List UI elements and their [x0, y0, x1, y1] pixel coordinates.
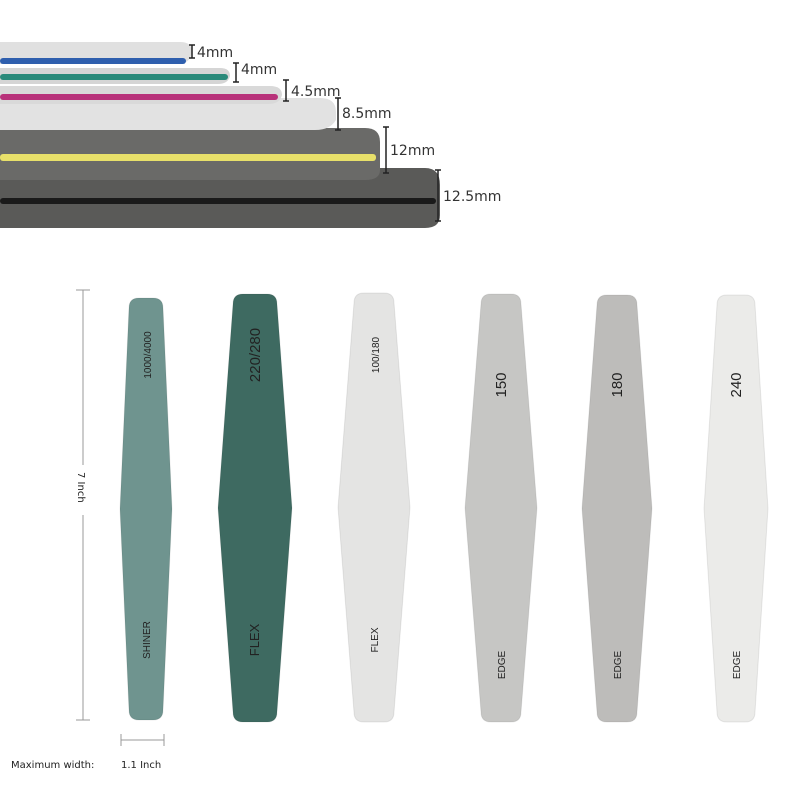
grit-label: 1000/4000: [143, 331, 154, 379]
type-label: EDGE: [613, 651, 624, 680]
length-label: 7 Inch: [75, 472, 86, 503]
layer-3-stripe: [0, 94, 278, 100]
layer-1-stripe: [0, 58, 186, 64]
layer-6-stripe: [0, 198, 436, 204]
file-body: [217, 293, 293, 723]
nail-files: 1000/4000SHINER220/280FLEX100/180FLEX150…: [119, 292, 769, 723]
thickness-label-6: 12.5mm: [443, 189, 501, 205]
width-value: 1.1 Inch: [121, 760, 161, 771]
thickness-label-5: 12mm: [390, 143, 435, 159]
type-label: FLEX: [370, 627, 381, 652]
file-body: [581, 294, 653, 723]
grit-label: 150: [493, 372, 510, 397]
thickness-markers: [189, 44, 441, 222]
grit-label: 100/180: [371, 336, 382, 373]
file-body: [464, 293, 538, 723]
thickness-stack: [0, 42, 440, 228]
width-caption: Maximum width:: [11, 760, 94, 771]
thickness-label-3: 4.5mm: [291, 84, 341, 100]
grit-label: 220/280: [247, 328, 264, 382]
layer-2-stripe: [0, 74, 228, 80]
type-label: EDGE: [497, 651, 508, 680]
file-body: [703, 294, 769, 723]
width-dimension: [120, 734, 165, 746]
layer-5-stripe: [0, 154, 376, 161]
type-label: FLEX: [247, 623, 262, 656]
file-body: [337, 292, 411, 723]
thickness-label-1: 4mm: [197, 45, 233, 61]
thickness-label-4: 8.5mm: [342, 106, 392, 122]
grit-label: 180: [609, 372, 626, 397]
thickness-label-2: 4mm: [241, 62, 277, 78]
type-label: EDGE: [732, 651, 743, 680]
grit-label: 240: [728, 372, 745, 397]
layer-4: [0, 98, 336, 130]
type-label: SHINER: [142, 621, 153, 659]
file-body: [119, 297, 173, 721]
